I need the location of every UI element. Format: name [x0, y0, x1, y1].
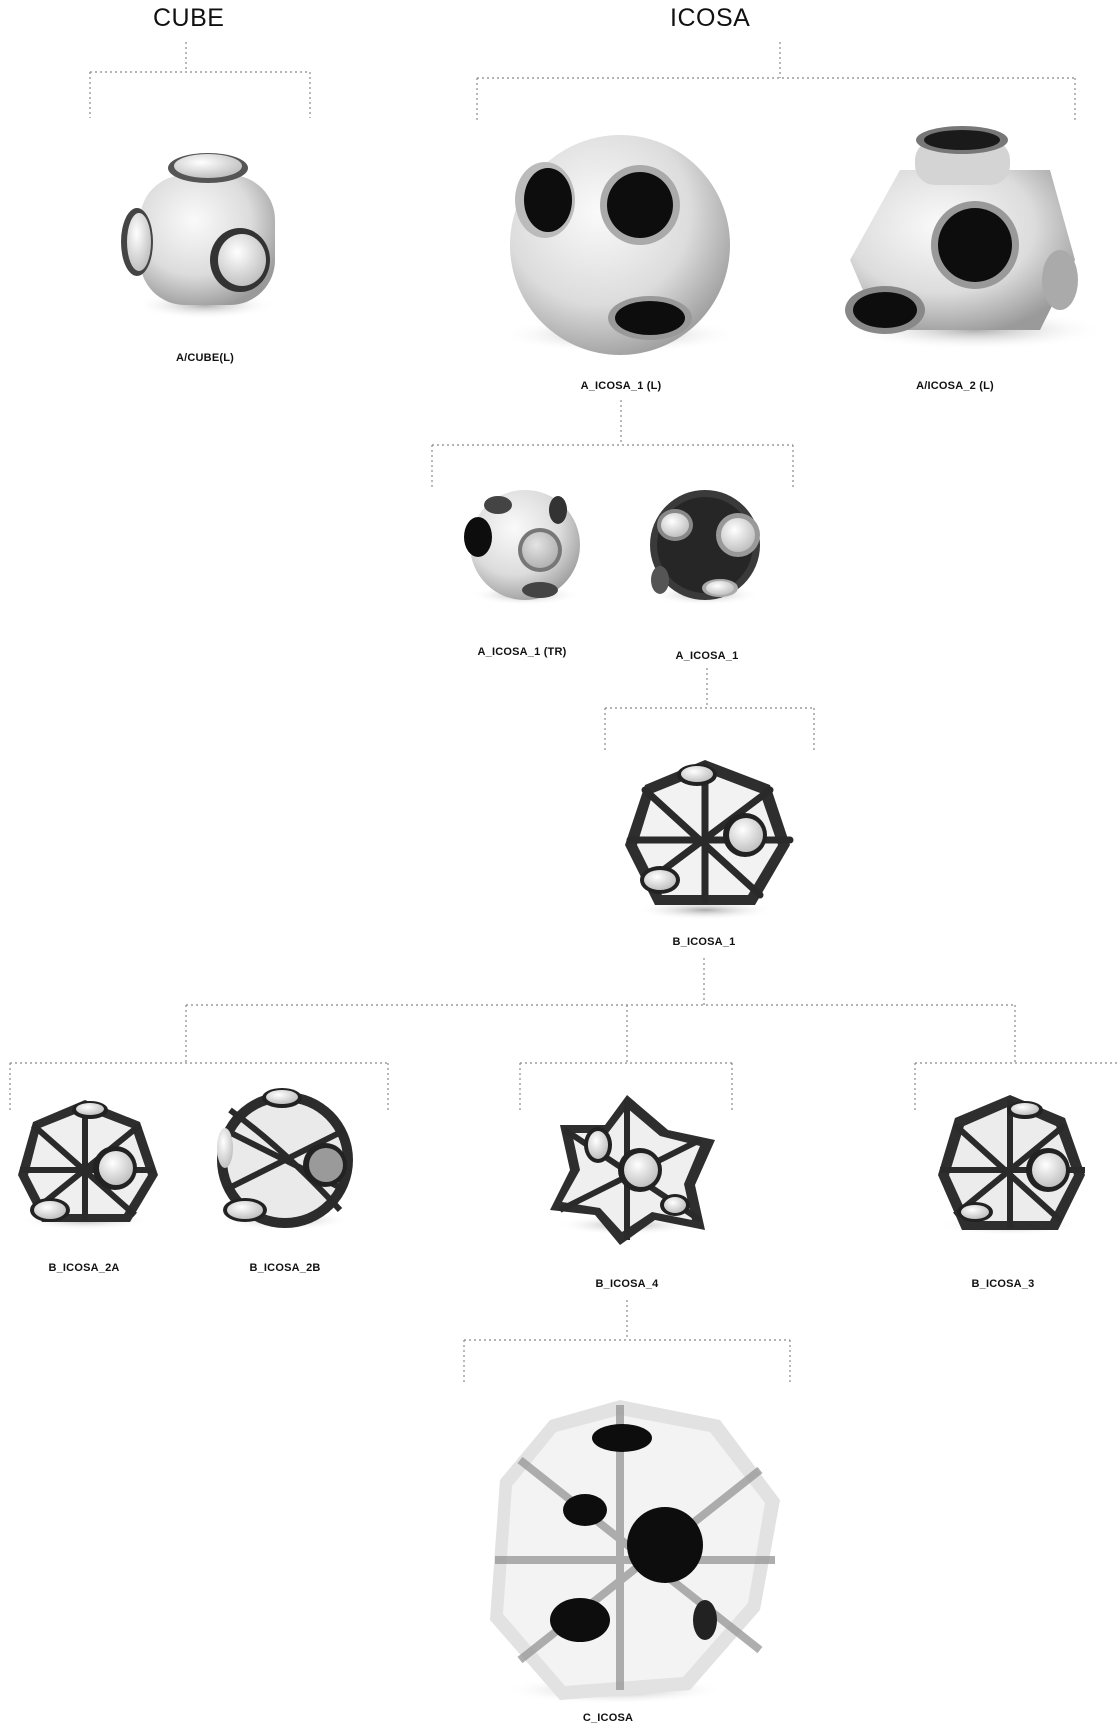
- object-b-icosa-2b: [217, 1088, 353, 1230]
- connector-cube: [89, 42, 311, 118]
- node-label-c-icosa: C_ICOSA: [582, 1712, 634, 1724]
- object-a-icosa-1: [650, 490, 760, 605]
- node-label-a-cube-l: A/CUBE(L): [175, 352, 235, 364]
- node-label-a-icosa-2-l: A/ICOSA_2 (L): [916, 380, 994, 392]
- node-label-b-icosa-2a: B_ICOSA_2A: [48, 1262, 120, 1274]
- object-b-icosa-2a: [18, 1100, 158, 1230]
- object-b-icosa-3: [938, 1095, 1085, 1235]
- node-label-b-icosa-2b: B_ICOSA_2B: [249, 1262, 321, 1274]
- object-b-icosa-1: [625, 760, 794, 920]
- object-a-cube-l: [121, 153, 275, 319]
- node-label-a-icosa-1-l: A_ICOSA_1 (L): [580, 380, 662, 392]
- connector-c-icosa: [463, 1300, 791, 1385]
- node-label-a-icosa-1-tr: A_ICOSA_1 (TR): [477, 646, 567, 658]
- node-label-b-icosa-1: B_ICOSA_1: [672, 936, 736, 948]
- node-label-a-icosa-1: A_ICOSA_1: [675, 650, 739, 662]
- connector-b-icosa-2: [9, 1062, 389, 1110]
- node-label-b-icosa-3: B_ICOSA_3: [971, 1278, 1035, 1290]
- connector-b-icosa-3: [914, 1062, 1117, 1110]
- node-label-b-icosa-4: B_ICOSA_4: [595, 1278, 659, 1290]
- object-a-icosa-1-l: [500, 135, 740, 355]
- connector-a-icosa-1: [431, 400, 794, 490]
- object-a-icosa-1-tr: [464, 490, 580, 605]
- group-title-cube: CUBE: [153, 4, 225, 32]
- connector-a-icosa-1-child: [604, 668, 815, 750]
- group-title-icosa: ICOSA: [670, 4, 751, 32]
- object-b-icosa-4: [550, 1095, 715, 1245]
- connector-b-icosa-4: [519, 1062, 733, 1110]
- object-a-icosa-2-l: [845, 126, 1105, 350]
- object-c-icosa: [490, 1400, 780, 1704]
